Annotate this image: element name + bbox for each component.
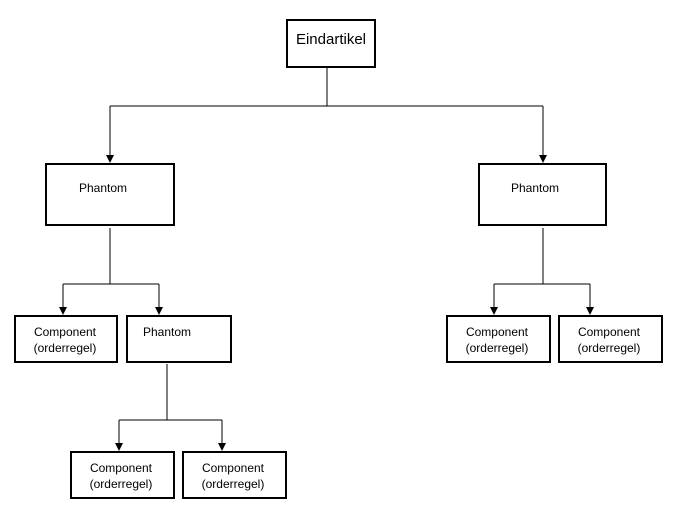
node-label-component-1-line-0: Component [34,325,97,339]
arrowhead-component-4 [115,443,123,451]
node-component-3: Component (orderregel) [558,315,663,363]
arrowhead-component-5 [218,443,226,451]
node-label-component-4-line-0: Component [90,461,153,475]
arrowhead-phantom-left [106,155,114,163]
node-label-root-line-0: Eindartikel [296,31,366,48]
arrowhead-component-1 [59,307,67,315]
node-root: Eindartikel [286,19,376,68]
node-box-phantom-left [45,163,175,226]
node-box-component-1 [14,315,118,363]
node-component-4: Component (orderregel) [70,451,175,499]
node-label-component-3-line-1: (orderregel) [578,341,641,355]
node-phantom-right: Phantom [478,163,607,226]
node-component-2: Component (orderregel) [446,315,551,363]
node-box-phantom-mid [126,315,232,363]
node-label-phantom-left-line-0: Phantom [79,181,127,195]
node-label-phantom-mid-line-0: Phantom [143,325,191,339]
arrowhead-component-2 [490,307,498,315]
arrowhead-phantom-right [539,155,547,163]
node-box-root [286,19,376,68]
node-phantom-left: Phantom [45,163,175,226]
node-component-1: Component (orderregel) [14,315,118,363]
connectors [59,68,594,451]
node-box-phantom-right [478,163,607,226]
node-label-component-5-line-0: Component [202,461,265,475]
node-phantom-mid: Phantom [126,315,232,363]
node-component-5: Component (orderregel) [182,451,287,499]
node-box-component-5 [182,451,287,499]
node-label-component-1-line-1: (orderregel) [34,341,97,355]
arrowhead-phantom-mid [155,307,163,315]
node-box-component-2 [446,315,551,363]
node-label-component-4-line-1: (orderregel) [90,477,153,491]
node-box-component-3 [558,315,663,363]
node-label-phantom-right-line-0: Phantom [511,181,559,195]
node-box-component-4 [70,451,175,499]
node-label-component-2-line-1: (orderregel) [466,341,529,355]
arrowhead-component-3 [586,307,594,315]
node-label-component-3-line-0: Component [578,325,641,339]
node-label-component-2-line-0: Component [466,325,529,339]
node-label-component-5-line-1: (orderregel) [202,477,265,491]
